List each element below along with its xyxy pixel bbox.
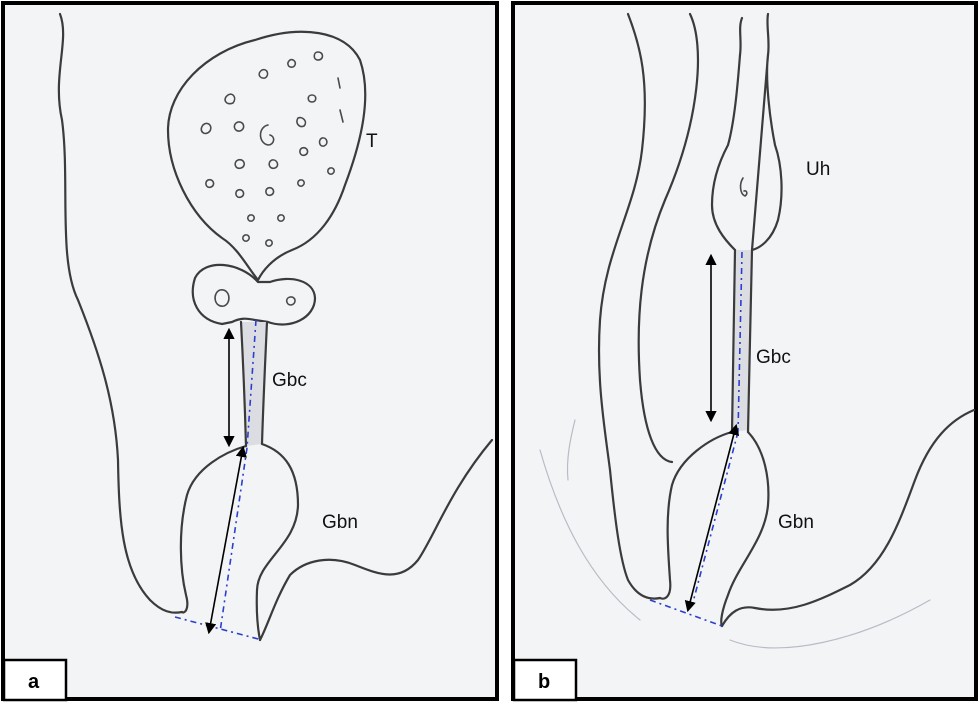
panel-a-label-upper: Gbc <box>272 370 307 391</box>
panel-b-letter: b <box>538 671 550 693</box>
panel-b-label-lower: Gbn <box>778 512 814 533</box>
panel-a-letter: a <box>28 671 40 693</box>
panel-a-label-top: T <box>366 131 378 152</box>
panel-b: Uh Gbc Gbn b <box>513 3 976 700</box>
panel-b-label-upper: Gbc <box>756 347 791 368</box>
panel-a-label-lower: Gbn <box>322 512 358 533</box>
panel-b-label-top: Uh <box>806 159 830 180</box>
panel-a: T Gbc Gbn a <box>3 3 497 700</box>
